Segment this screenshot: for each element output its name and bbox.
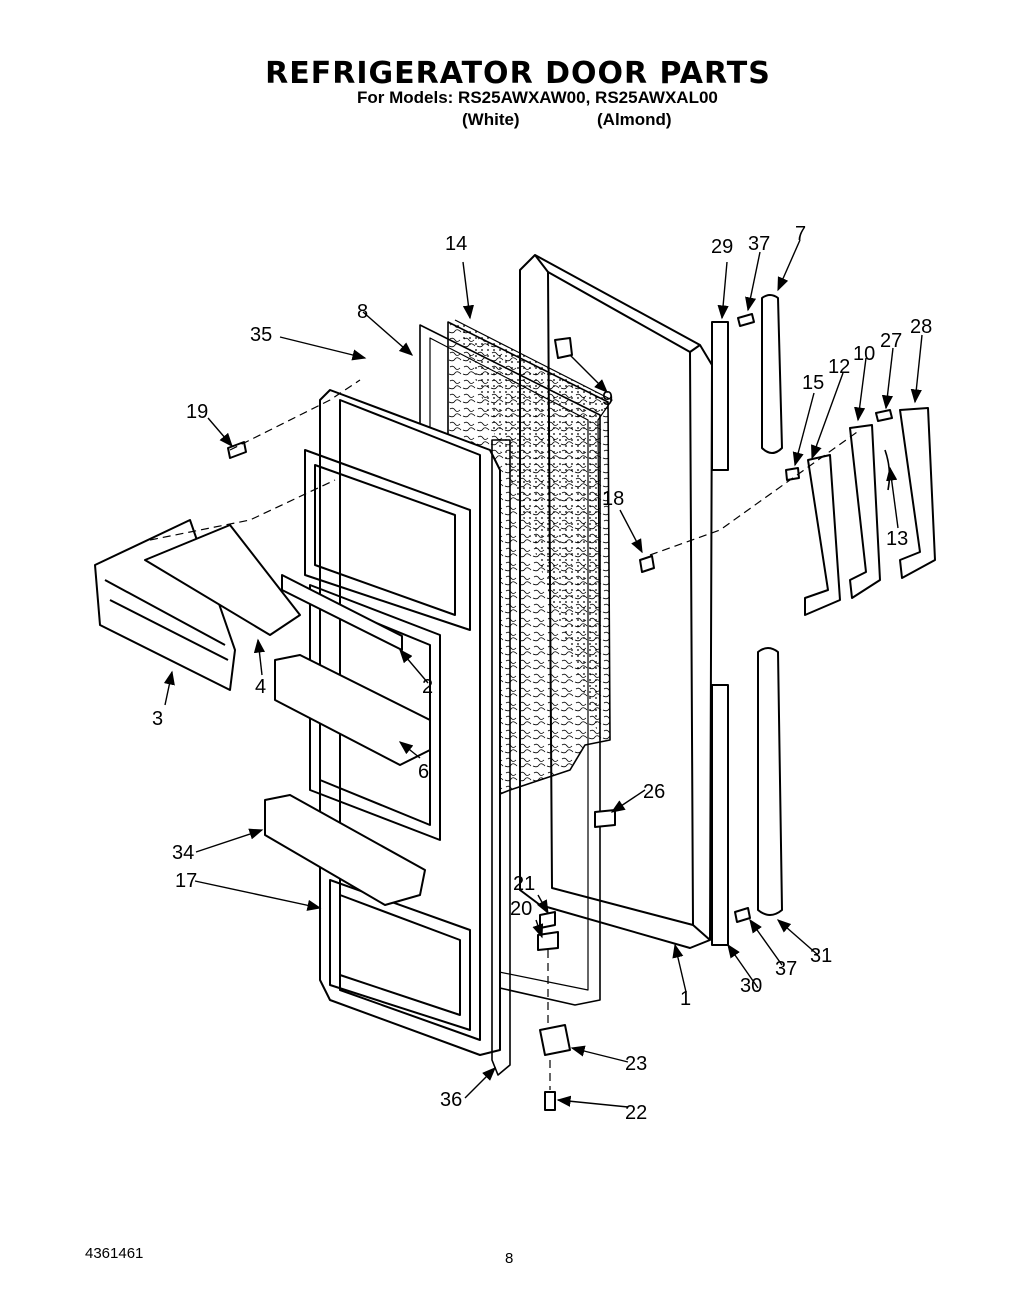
callout-34: 34 (172, 842, 194, 864)
screw-37-bottom (734, 907, 751, 923)
callout-9: 9 (602, 388, 613, 410)
screw-37-top (737, 313, 755, 327)
callout-6: 6 (418, 761, 429, 783)
callout-37-top: 37 (748, 233, 770, 255)
callout-27: 27 (880, 330, 902, 352)
callout-3: 3 (152, 708, 163, 730)
hinge-bracket-26 (594, 809, 616, 828)
callout-19: 19 (186, 401, 208, 423)
document-number: 4361461 (85, 1245, 144, 1262)
handle-10 (849, 424, 881, 599)
callout-14: 14 (445, 233, 467, 255)
callout-12: 12 (828, 356, 850, 378)
callout-29: 29 (711, 236, 733, 258)
callout-18: 18 (602, 488, 624, 510)
callout-26: 26 (643, 781, 665, 803)
callout-28: 28 (910, 316, 932, 338)
bin-34 (264, 794, 426, 906)
callout-2: 2 (422, 676, 433, 698)
screw-27 (875, 409, 893, 422)
callout-22: 22 (625, 1102, 647, 1124)
callout-15: 15 (802, 372, 824, 394)
door-trim-strip (491, 439, 511, 1076)
bin-6 (274, 654, 431, 766)
handle-strip-29 (711, 321, 729, 471)
callout-8: 8 (357, 301, 368, 323)
handle-28 (899, 407, 936, 579)
callout-37-bottom: 37 (775, 958, 797, 980)
callout-1: 1 (680, 988, 691, 1010)
bushing-20-21 (537, 911, 559, 951)
callout-17: 17 (175, 870, 197, 892)
dispenser-flap (144, 524, 301, 636)
screw-19 (227, 441, 247, 459)
callout-35: 35 (250, 324, 272, 346)
hinge-23 (539, 1024, 571, 1056)
spring-13 (884, 449, 891, 491)
page-title: REFRIGERATOR DOOR PARTS (265, 56, 771, 91)
callout-7: 7 (795, 223, 806, 245)
variant-white: (White) (462, 110, 520, 129)
variant-almond: (Almond) (597, 110, 672, 129)
callout-31: 31 (810, 945, 832, 967)
clip-18 (639, 555, 655, 573)
callout-30: 30 (740, 975, 762, 997)
page-number: 8 (505, 1250, 514, 1267)
callout-21: 21 (513, 873, 535, 895)
handle-cap-7 (761, 294, 783, 454)
models-line: For Models: RS25AWXAW00, RS25AWXAL00 (357, 88, 718, 107)
clip-15 (785, 467, 800, 481)
handle-12 (804, 454, 841, 616)
callout-13: 13 (886, 528, 908, 550)
handle-strip-30 (711, 684, 729, 946)
callout-23: 23 (625, 1053, 647, 1075)
callout-20: 20 (510, 898, 532, 920)
callout-10: 10 (853, 343, 875, 365)
screw-22 (544, 1091, 556, 1111)
plug-9 (554, 337, 573, 359)
callout-36: 36 (440, 1089, 462, 1111)
callout-4: 4 (255, 676, 266, 698)
handle-cap-31 (757, 647, 783, 916)
